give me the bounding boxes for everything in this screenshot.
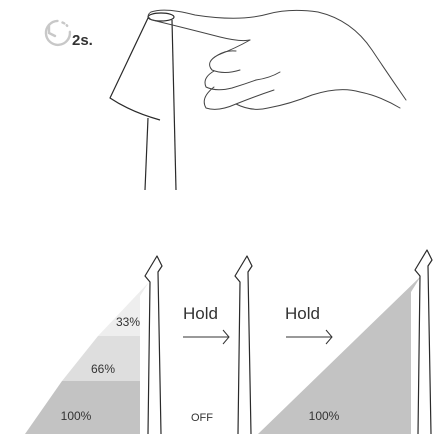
arrow-hold-2: Hold (285, 304, 333, 345)
hold-label-2: Hold (285, 304, 320, 323)
panel-off: OFF (191, 255, 253, 434)
level-label-66: 66% (91, 362, 115, 376)
arrow-right-icon (286, 329, 333, 345)
clock-icon (44, 19, 72, 47)
hand-illustration (147, 9, 407, 110)
arrow-right-icon (183, 329, 230, 345)
light-level-100 (25, 381, 140, 434)
lamp-top (109, 12, 177, 191)
lamp-side-1 (144, 255, 163, 434)
panel-full-brightness: 100% (258, 249, 433, 434)
off-label: OFF (191, 412, 213, 424)
lamp-side-2 (234, 255, 253, 434)
timer-label: 2s. (72, 32, 93, 49)
full-label: 100% (309, 409, 340, 423)
panel-dimming-levels: 33% 66% 100% (25, 255, 163, 434)
timer-group: 2s. (44, 19, 93, 49)
light-level-33 (98, 282, 149, 336)
lamp-side-3 (414, 249, 433, 434)
hold-label-1: Hold (183, 304, 218, 323)
light-level-full (258, 276, 421, 434)
arrow-hold-1: Hold (183, 304, 230, 345)
light-level-66 (62, 336, 140, 381)
level-label-100: 100% (61, 409, 92, 423)
level-label-33: 33% (116, 315, 140, 329)
